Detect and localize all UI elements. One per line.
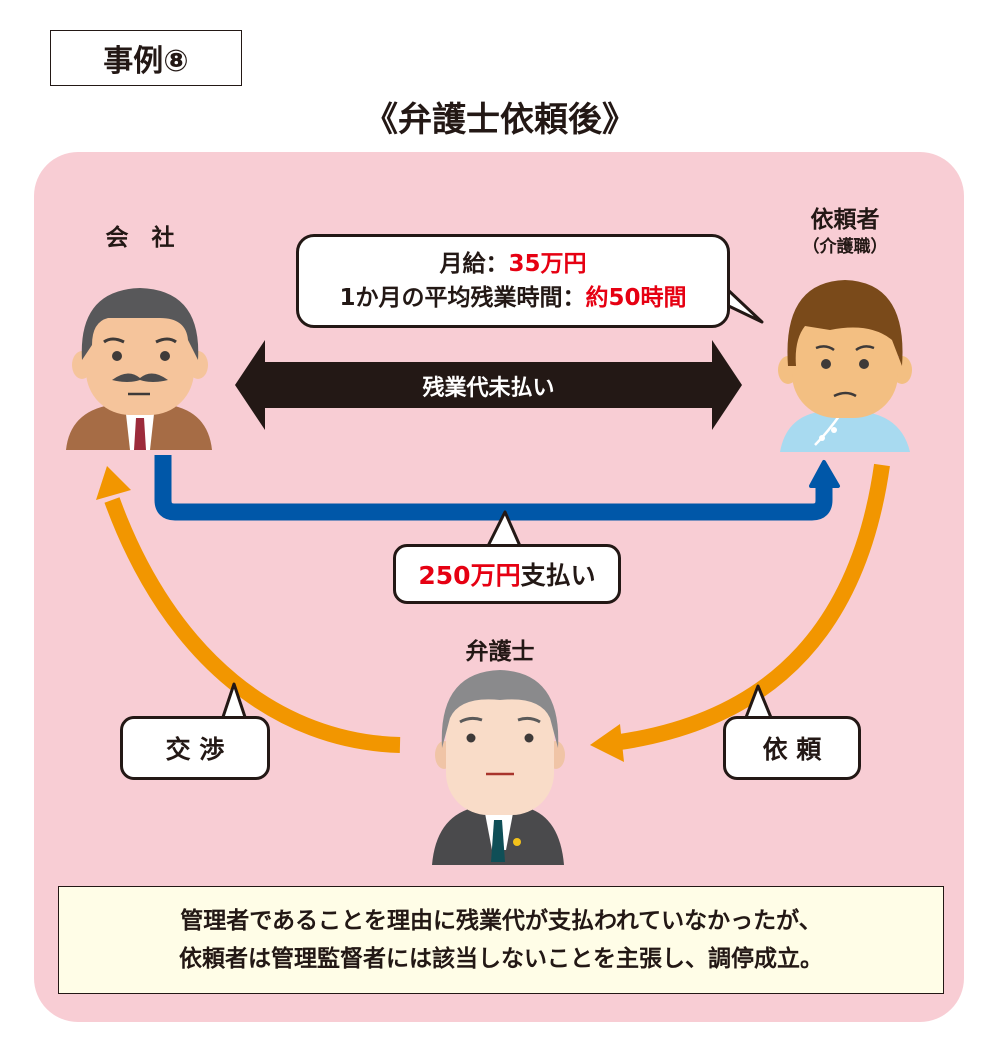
overtime-label: 1か月の平均残業時間： — [339, 285, 586, 311]
payment-arrow-head — [809, 460, 840, 488]
summary-line-1: 管理者であることを理由に残業代が支払われていなかったが、 — [180, 908, 822, 934]
negotiation-label: 交 渉 — [165, 735, 225, 764]
request-bubble: 依 頼 — [723, 716, 861, 780]
negotiation-arrow-head — [96, 466, 131, 500]
salary-label: 月給： — [439, 251, 509, 277]
payment-text: 支払い — [520, 561, 596, 590]
payment-bubble: 250万円支払い — [393, 544, 621, 604]
company-label: 会 社 — [105, 225, 175, 251]
case-number-box: 事例⑧ — [50, 30, 242, 86]
client-person-illustration — [778, 280, 912, 452]
client-occupation-label: （介護職） — [802, 237, 888, 257]
lawyer-label: 弁護士 — [465, 639, 535, 665]
salary-value: 35万円 — [508, 251, 587, 277]
case-summary-box: 管理者であることを理由に残業代が支払われていなかったが、 依頼者は管理監督者には… — [58, 886, 944, 994]
company-person-illustration — [66, 288, 212, 450]
page-title: 《弁護士依頼後》 — [364, 100, 636, 140]
overtime-value: 約50時間 — [585, 285, 687, 311]
lawyer-person-illustration — [432, 670, 565, 865]
payment-amount: 250万円 — [418, 561, 521, 590]
request-label: 依 頼 — [762, 735, 822, 764]
client-label: 依頼者 — [810, 207, 880, 233]
payment-arrow-line — [154, 455, 833, 521]
salary-info-bubble: 月給：35万円 1か月の平均残業時間：約50時間 — [296, 234, 730, 328]
salary-line: 月給：35万円 — [439, 247, 586, 281]
request-arrow-head — [590, 724, 624, 762]
summary-line-2: 依頼者は管理監督者には該当しないことを主張し、調停成立。 — [179, 946, 823, 972]
unpaid-overtime-label: 残業代未払い — [422, 376, 555, 401]
unpaid-double-arrow — [235, 340, 742, 430]
overtime-line: 1か月の平均残業時間：約50時間 — [339, 281, 686, 315]
request-arrow-line — [618, 463, 890, 750]
case-number-label: 事例⑧ — [103, 44, 189, 79]
negotiation-arrow-line — [104, 497, 401, 753]
negotiation-bubble: 交 渉 — [120, 716, 270, 780]
